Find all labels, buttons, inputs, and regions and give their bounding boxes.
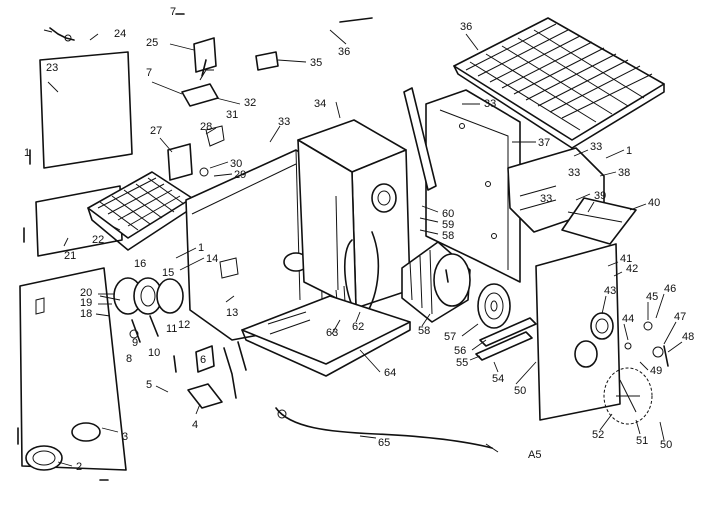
callout-37: 37 (538, 137, 550, 149)
callout-50-bottom: 50 (660, 439, 672, 451)
callout-44: 44 (622, 313, 634, 325)
callout-3: 3 (122, 431, 128, 443)
callout-6: 6 (200, 354, 206, 366)
part-37-rear-panel (425, 89, 521, 283)
part-53-54-55-rails (475, 317, 537, 361)
callout-18: 18 (80, 308, 92, 320)
callout-7: 7 (146, 67, 152, 79)
callout-13: 13 (226, 307, 238, 319)
callout-26: 27 (150, 125, 162, 137)
part-16-20-burner-manifold (99, 277, 184, 343)
callout-59: 59 (442, 219, 454, 231)
callout-9: 9 (132, 337, 138, 349)
callout-54: 55 (456, 357, 468, 369)
part-25-bracket (193, 37, 217, 73)
part-58-60-strip (403, 87, 437, 191)
screw-symbols (17, 13, 449, 481)
callout-49: 49 (650, 365, 662, 377)
part-56-blower-wheel (477, 283, 511, 329)
callout-23: 23 (46, 62, 58, 74)
part-50-side-panel (535, 243, 621, 421)
callout-10: 10 (148, 347, 160, 359)
callout-38: 38 (618, 167, 630, 179)
callout-labels: 7 24 25 23 7 32 31 35 36 34 33 28 27 30 … (24, 6, 694, 473)
callout-27: 28 (200, 121, 212, 133)
callout-43: 43 (604, 285, 616, 297)
callout-11: 11 (166, 323, 177, 335)
callout-35: 36 (338, 46, 350, 58)
callout-48: 48 (682, 331, 694, 343)
callout-22: 22 (92, 234, 104, 246)
callout-19: 19 (80, 297, 92, 309)
callout-64: 64 (384, 367, 396, 379)
part-65-wire-harness (275, 407, 499, 453)
callout-57: 58 (418, 325, 430, 337)
callout-28: 29 (234, 169, 246, 181)
callout-25: 25 (146, 37, 158, 49)
callout-29: 30 (230, 158, 242, 170)
callout-1-mid: 1 (198, 242, 204, 254)
callout-45: 45 (646, 291, 658, 303)
leader-lines (47, 29, 683, 467)
callout-36: 36 (460, 21, 472, 33)
callout-5: 5 (146, 379, 152, 391)
callout-51: 51 (636, 435, 648, 447)
part-31-bracket (181, 69, 219, 107)
part-34-strap (255, 51, 279, 71)
part-33-heat-exchanger (297, 119, 411, 309)
callout-14: 14 (206, 253, 218, 265)
callout-42: 42 (626, 263, 638, 275)
callout-60: 60 (442, 208, 454, 220)
callout-12: 12 (178, 319, 190, 331)
callout-32-door: 33 (590, 141, 602, 153)
part-3-front-panel (19, 267, 127, 471)
callout-30: 31 (226, 109, 238, 121)
callout-32-tiny: 33 (540, 193, 552, 205)
callout-32-cabinet: 33 (278, 116, 290, 128)
callout-24: 24 (114, 28, 126, 40)
part-39-40-tray (561, 197, 637, 245)
callout-33: 34 (314, 98, 326, 110)
callout-32-panel: 33 (484, 98, 496, 110)
part-26-27-switch (167, 125, 225, 181)
part-23-panel (39, 51, 133, 169)
callout-47: 47 (674, 311, 686, 323)
part-57-blower-housing (401, 241, 471, 323)
callout-34: 35 (310, 57, 322, 69)
callout-41: 41 (620, 253, 632, 265)
callout-62: 62 (352, 321, 364, 333)
callout-53: 54 (492, 373, 504, 385)
callout-16: 16 (134, 258, 146, 270)
callout-40: 40 (648, 197, 660, 209)
part-24-cable-clamp (43, 27, 75, 42)
part-51-52-fan (603, 367, 653, 425)
callout-58: 58 (442, 230, 454, 242)
callout-46: 46 (664, 283, 676, 295)
part-64-base-pan (241, 295, 411, 377)
callout-20: 20 (80, 287, 92, 299)
callout-2: 2 (76, 461, 82, 473)
callout-56: 57 (444, 331, 456, 343)
callout-50-mid: 50 (514, 385, 526, 397)
callout-7-top: 7 (170, 6, 176, 18)
callout-15: 15 (162, 267, 174, 279)
part-4-6-gas-valve (187, 341, 247, 409)
callout-21: 21 (64, 250, 76, 262)
callout-63: 63 (326, 327, 338, 339)
callout-55: 56 (454, 345, 466, 357)
callout-39: 39 (594, 190, 606, 202)
part-36-filter-grille (453, 17, 665, 149)
callout-8: 8 (126, 353, 132, 365)
callout-31: 32 (244, 97, 256, 109)
figure-code: A5 (528, 449, 541, 461)
callout-65: 65 (378, 437, 390, 449)
callout-32-small: 33 (568, 167, 580, 179)
part-44-49-fittings (624, 321, 669, 367)
callout-1-left: 1 (24, 147, 30, 159)
callout-1-right: 1 (626, 145, 632, 157)
callout-52: 52 (592, 429, 604, 441)
callout-4: 4 (192, 419, 198, 431)
